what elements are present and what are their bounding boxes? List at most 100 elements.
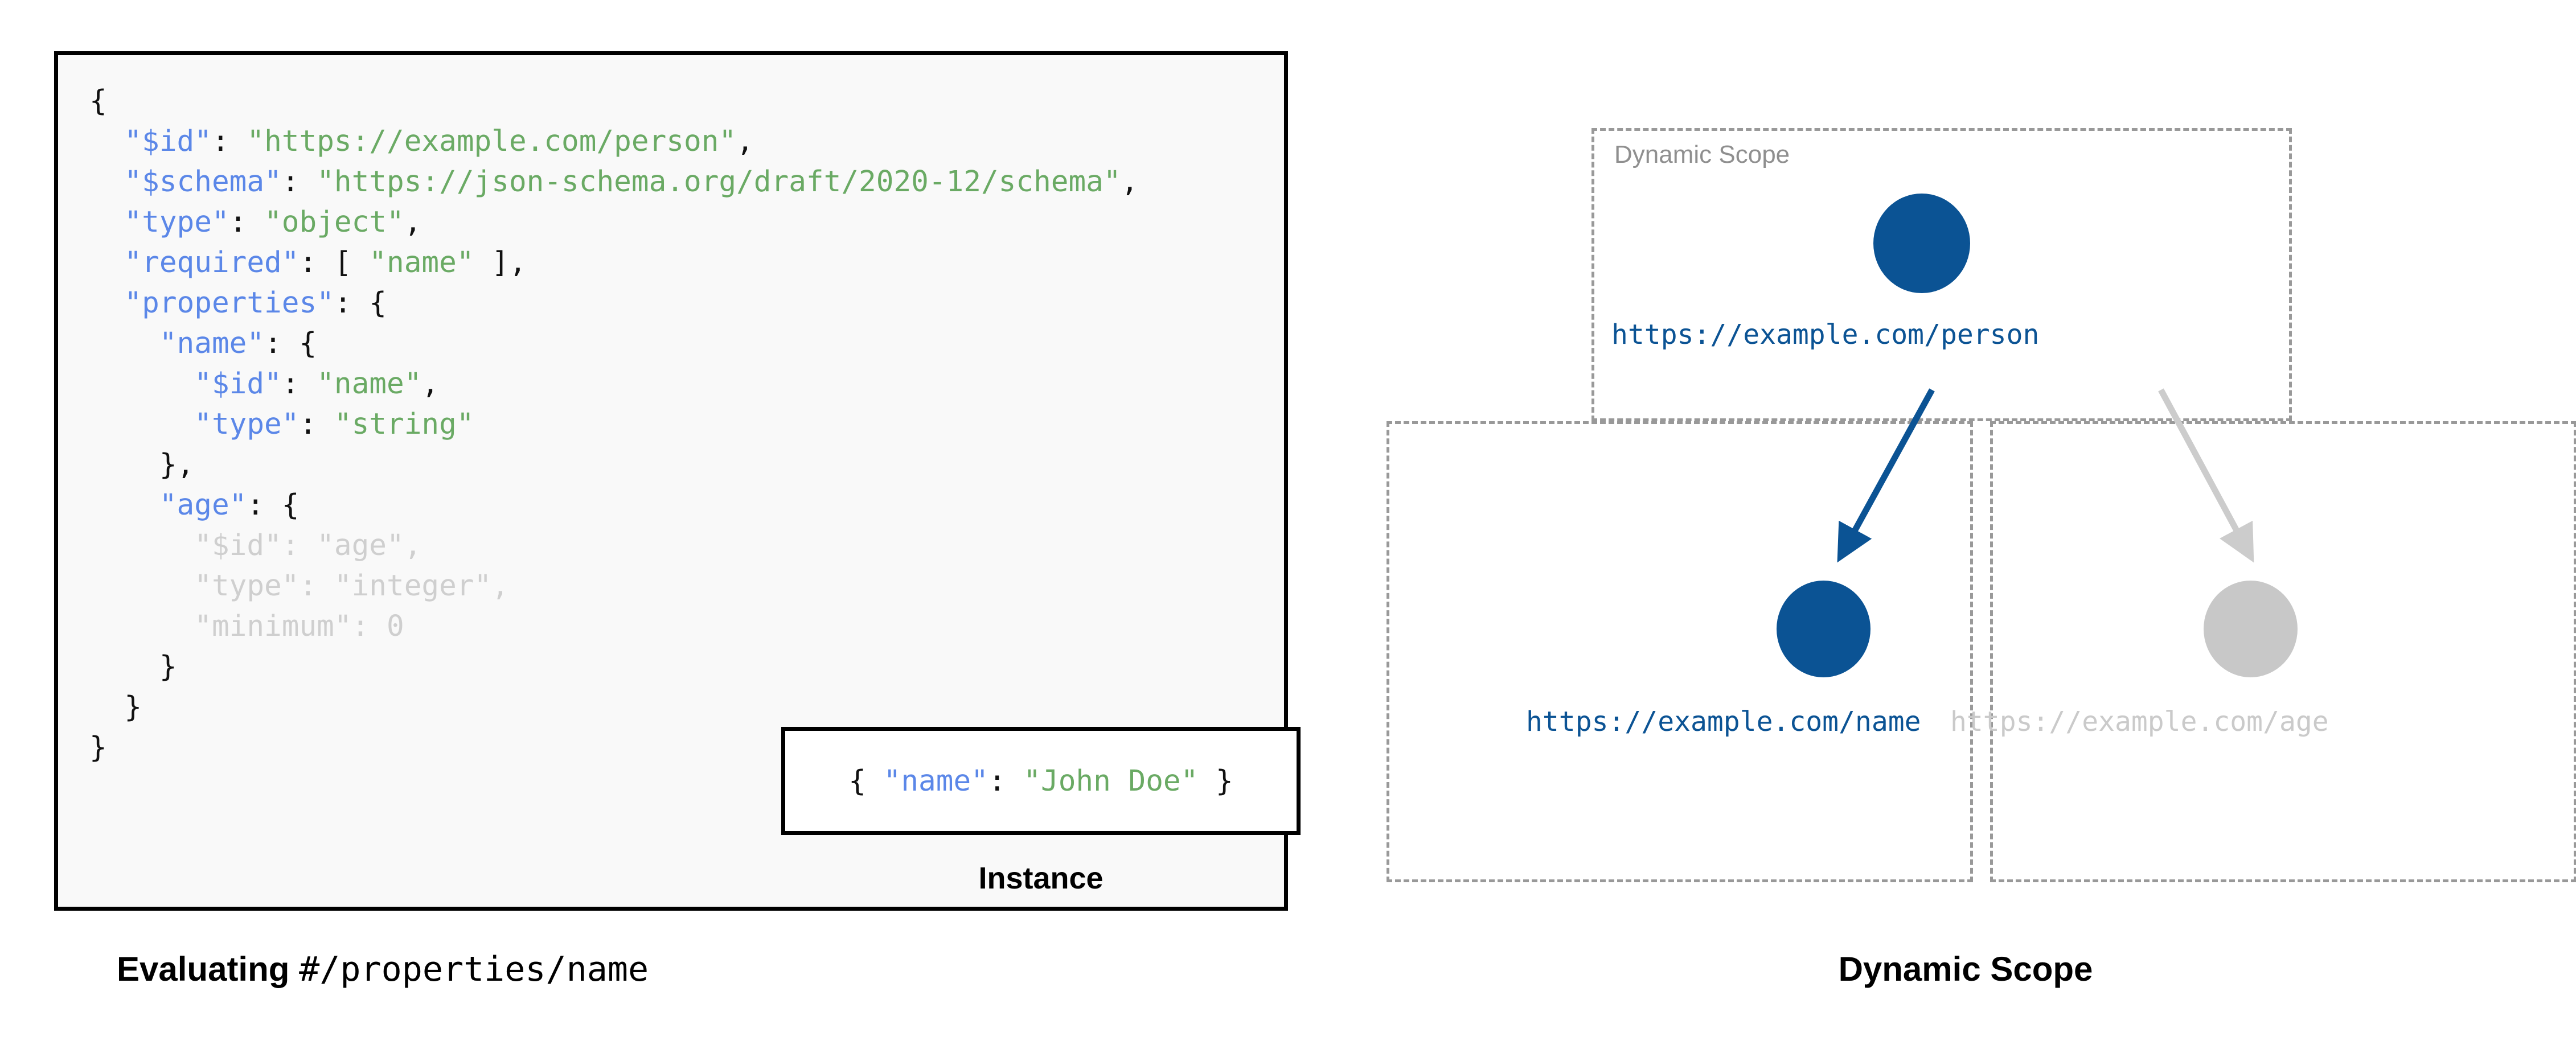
code-indent (89, 327, 159, 360)
node-label-age: https://example.com/age (1950, 706, 2329, 738)
instance-caption: Instance (978, 861, 1104, 895)
code-token: : { (247, 488, 300, 522)
code-token: : (281, 165, 317, 199)
code-line: "minimum": 0 (89, 606, 1138, 647)
scope-box-person (1591, 128, 2292, 421)
code-token: "name" (317, 367, 422, 401)
code-token: "type" (194, 569, 300, 603)
node-name[interactable] (1777, 581, 1871, 677)
code-indent (89, 488, 159, 522)
code-indent (89, 569, 194, 603)
code-token: "age" (159, 488, 247, 522)
code-line: } (89, 647, 1138, 687)
code-line: } (89, 687, 1138, 727)
code-indent (89, 165, 124, 199)
code-token: "type" (124, 205, 229, 239)
code-line: "$id": "age", (89, 525, 1138, 566)
code-indent (89, 529, 194, 562)
code-indent (89, 125, 124, 158)
code-token: , (421, 367, 440, 401)
code-line: "$schema": "https://json-schema.org/draf… (89, 162, 1138, 202)
code-token: "name" (883, 764, 988, 798)
code-token: : 0 (351, 610, 404, 643)
code-token: "name" (369, 246, 474, 279)
evaluating-caption-pointer: #/properties/name (299, 949, 649, 989)
code-token: "string" (334, 408, 474, 441)
instance-code: { "name": "John Doe" } (848, 764, 1233, 798)
scope-box-name (1387, 421, 1973, 882)
code-line: "$id": "https://example.com/person", (89, 121, 1138, 162)
code-token: "name" (159, 327, 265, 360)
code-token: } (124, 690, 142, 724)
code-line: "type": "object", (89, 202, 1138, 242)
code-token: "type" (194, 408, 300, 441)
code-token: , (1121, 165, 1139, 199)
code-token: ], (474, 246, 527, 279)
dynamic-scope-diagram: Dynamic Scope https://example.com/person… (1355, 85, 2576, 1053)
code-line: { (89, 81, 1138, 121)
instance-box: { "name": "John Doe" } (781, 727, 1301, 835)
schema-panel: { "$id": "https://example.com/person", "… (54, 51, 1301, 911)
code-indent (89, 448, 159, 482)
code-line: "required": [ "name" ], (89, 242, 1138, 283)
code-token: : (299, 408, 334, 441)
code-line: "age": { (89, 485, 1138, 525)
code-token: } (89, 731, 107, 764)
code-indent (89, 246, 124, 279)
code-token: "object" (264, 205, 404, 239)
code-token: , (736, 125, 754, 158)
code-token: } (159, 650, 177, 684)
code-token: , (404, 205, 422, 239)
node-person[interactable] (1873, 194, 1970, 293)
code-token: "https://example.com/person" (247, 125, 737, 158)
code-indent (89, 690, 124, 724)
code-token: { (848, 764, 884, 798)
code-token: "required" (124, 246, 300, 279)
code-token: : [ (299, 246, 370, 279)
code-token: "minimum" (194, 610, 352, 643)
scope-box-age (1990, 421, 2576, 882)
code-line: }, (89, 445, 1138, 485)
code-token: }, (159, 448, 195, 482)
code-indent (89, 205, 124, 239)
code-token: "$schema" (124, 165, 282, 199)
schema-code-block: { "$id": "https://example.com/person", "… (89, 81, 1138, 768)
node-label-person: https://example.com/person (1611, 319, 2040, 351)
code-token: : (988, 764, 1024, 798)
code-line: "type": "string" (89, 404, 1138, 445)
code-indent (89, 367, 194, 401)
code-token: , (404, 529, 422, 562)
evaluating-caption-prefix: Evaluating (117, 950, 300, 988)
code-token: "$id" (124, 125, 212, 158)
code-token: : (229, 205, 265, 239)
code-indent (89, 286, 124, 320)
code-line: "name": { (89, 323, 1138, 364)
code-token: "age" (317, 529, 404, 562)
code-token: : (299, 569, 334, 603)
code-token: : { (264, 327, 317, 360)
node-age[interactable] (2204, 581, 2298, 677)
code-indent (89, 650, 159, 684)
code-line: "type": "integer", (89, 566, 1138, 606)
code-token: "John Doe" (1023, 764, 1199, 798)
code-token: "$id" (194, 367, 282, 401)
code-token: : { (334, 286, 387, 320)
code-token: : (281, 367, 317, 401)
node-label-name: https://example.com/name (1526, 706, 1921, 738)
scope-box-label: Dynamic Scope (1614, 141, 1790, 168)
code-token: "$id" (194, 529, 282, 562)
code-token: } (1198, 764, 1233, 798)
code-token: "https://json-schema.org/draft/2020-12/s… (317, 165, 1121, 199)
code-indent (89, 408, 194, 441)
code-line: "$id": "name", (89, 364, 1138, 404)
dynamic-scope-caption: Dynamic Scope (1838, 950, 2093, 988)
code-token: "integer" (334, 569, 492, 603)
code-indent (89, 610, 194, 643)
code-token: { (89, 84, 107, 118)
code-line: } (89, 727, 1138, 768)
code-token: : (281, 529, 317, 562)
code-line: "properties": { (89, 283, 1138, 323)
code-token: "properties" (124, 286, 334, 320)
code-token: , (491, 569, 509, 603)
evaluating-caption: Evaluating #/properties/name (117, 949, 649, 989)
